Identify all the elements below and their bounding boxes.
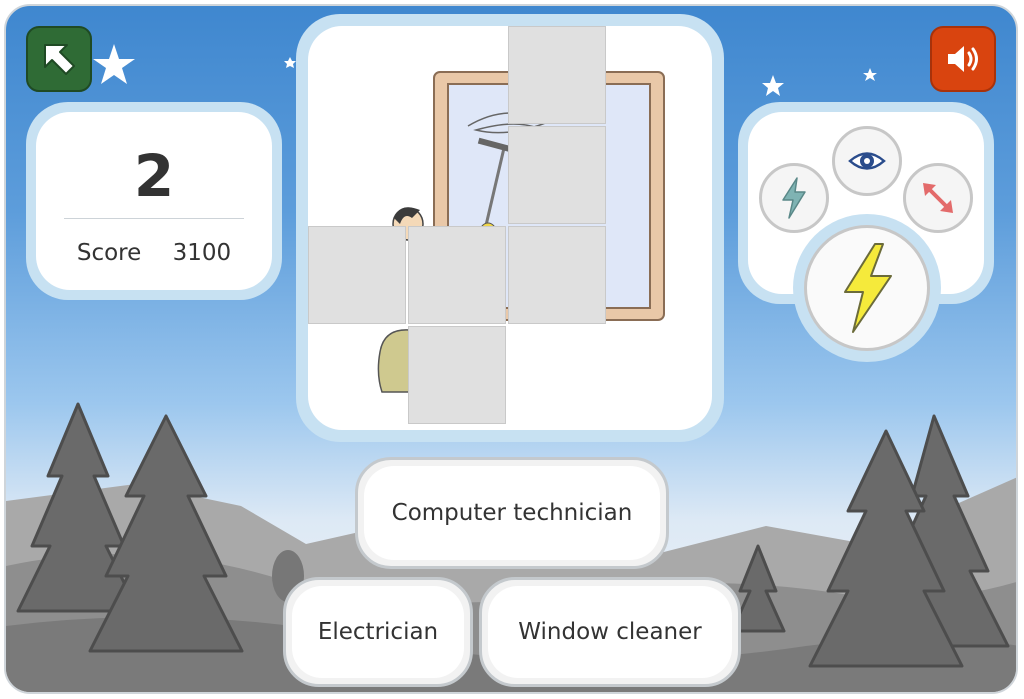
pine-tree — [730, 544, 786, 633]
answer-button[interactable]: Computer technician — [355, 457, 669, 569]
cover-tile[interactable] — [408, 326, 506, 424]
score-points: 3100 — [172, 240, 232, 266]
answer-button[interactable]: Window cleaner — [479, 577, 741, 687]
cover-tile[interactable] — [508, 226, 606, 324]
pine-tree — [16, 402, 140, 613]
star-decoration — [284, 57, 296, 68]
resize-powerup-button[interactable] — [903, 163, 973, 233]
big-lightning-bolt-icon — [844, 243, 892, 333]
answer-label: Window cleaner — [488, 586, 732, 678]
resize-arrows-icon — [923, 183, 953, 213]
score-label: Score — [76, 240, 142, 266]
cover-tile[interactable] — [408, 226, 506, 324]
game-frame: 2 Score 3100 — [4, 4, 1018, 694]
star-decoration — [93, 44, 135, 84]
picture-panel — [296, 14, 724, 442]
bolt-powerup-button[interactable] — [759, 163, 829, 233]
hills-front — [6, 617, 1016, 692]
score-card: 2 Score 3100 — [36, 112, 272, 290]
cover-tile[interactable] — [508, 26, 606, 124]
lightning-bolt-icon — [782, 177, 806, 219]
eye-icon — [848, 152, 886, 170]
divider — [64, 218, 244, 219]
picture-area — [308, 26, 712, 430]
question-counter: 2 — [133, 142, 175, 210]
pine-tree — [808, 429, 964, 668]
speaker-icon — [948, 46, 978, 72]
answer-label: Computer technician — [364, 466, 660, 560]
pine-tree — [88, 414, 244, 653]
big-bolt-powerup-button[interactable] — [804, 225, 930, 351]
cover-tile[interactable] — [308, 226, 406, 324]
sound-toggle-button[interactable] — [930, 26, 996, 92]
star-decoration — [863, 68, 877, 81]
reveal-powerup-button[interactable] — [832, 126, 902, 196]
score-row: Score 3100 — [36, 240, 272, 266]
arrow-up-left-icon — [44, 44, 75, 75]
cover-tile[interactable] — [508, 126, 606, 224]
score-panel: 2 Score 3100 — [26, 102, 282, 300]
answer-button[interactable]: Electrician — [283, 577, 473, 687]
back-button[interactable] — [26, 26, 92, 92]
answer-label: Electrician — [292, 586, 464, 678]
star-decoration — [762, 75, 784, 96]
